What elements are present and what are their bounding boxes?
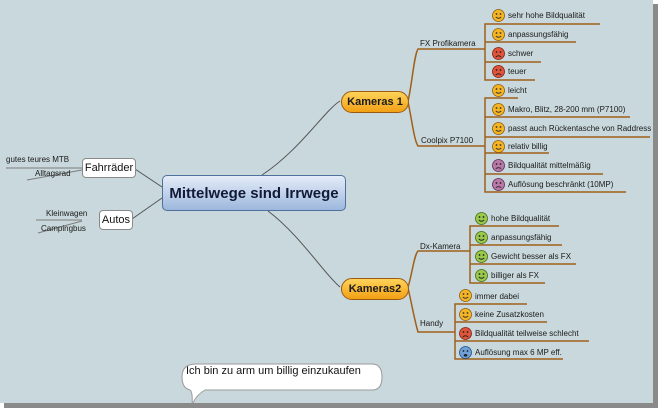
leaf-keine-zusatzkosten[interactable]: keine Zusatzkosten [475,310,544,319]
leaf-bildqualitaet-teilweise-schlecht[interactable]: Bildqualität teilweise schlecht [475,329,579,338]
subtopic-fx-profikamera[interactable]: FX Profikamera [420,39,476,48]
subtopic-coolpix-p7100[interactable]: Coolpix P7100 [421,136,474,145]
subtopic-dx-kamera[interactable]: Dx-Kamera [420,242,461,251]
green-face-icon [475,212,488,225]
frame-shadow [4,403,658,408]
leaf-hohe-bildqualitaet[interactable]: hohe Bildqualität [491,214,551,223]
smile-face-icon [459,289,472,302]
leaf-anpassungsfaehig-dx[interactable]: anpassungsfähig [491,233,552,242]
leaf-immer-dabei[interactable]: immer dabei [475,292,520,301]
purple-face-icon [492,178,505,191]
smile-face-icon [492,28,505,41]
leaf-campingbus[interactable]: Campingbus [41,224,86,233]
green-face-icon [475,250,488,263]
smile-face-icon [492,84,505,97]
mind-map-canvas: Mittelwege sind Irrwege Fahrräder gutes … [0,0,653,403]
leaf-teuer[interactable]: teuer [508,67,527,76]
leaf-makro-blitz[interactable]: Makro, Blitz, 28-200 mm (P7100) [508,105,626,114]
leaf-billiger-als-fx[interactable]: billiger als FX [491,271,540,280]
smile-face-icon [492,103,505,116]
leaf-schwer[interactable]: schwer [508,49,534,58]
central-topic[interactable]: Mittelwege sind Irrwege [162,175,346,211]
frame-shadow [653,4,658,405]
purple-face-icon [492,159,505,172]
leaf-gutes-teures-mtb[interactable]: gutes teures MTB [6,155,70,164]
smile-face-icon [492,122,505,135]
frown-face-icon [492,65,505,78]
callout-text[interactable]: Ich bin zu arm um billig einzukaufen [186,365,361,377]
leaf-sehr-hohe-bildqualitaet[interactable]: sehr hohe Bildqualität [508,11,585,20]
smile-face-icon [492,140,505,153]
leaf-relativ-billig[interactable]: relativ billig [508,142,548,151]
subtopic-handy[interactable]: Handy [420,319,444,328]
blue-face-icon [459,346,472,359]
topic-fahrraeder[interactable]: Fahrräder [82,158,136,178]
leaf-bildqualitaet-mittelmaessig[interactable]: Bildqualität mittelmäßig [508,161,591,170]
leaf-aufloesung-max-6mp[interactable]: Auflösung max 6 MP eff. [475,348,562,357]
topic-kameras-2[interactable]: Kameras2 [341,278,409,300]
leaf-aufloesung-beschraenkt[interactable]: Auflösung beschränkt (10MP) [508,180,614,189]
leaf-anpassungsfaehig[interactable]: anpassungsfähig [508,30,569,39]
leaf-kleinwagen[interactable]: Kleinwagen [46,209,88,218]
leaf-gewicht-besser[interactable]: Gewicht besser als FX [491,252,572,261]
green-face-icon [475,269,488,282]
frown-face-icon [492,47,505,60]
topic-autos[interactable]: Autos [99,210,133,230]
topic-kameras-1[interactable]: Kameras 1 [341,91,409,113]
leaf-leicht[interactable]: leicht [508,86,527,95]
leaf-alltagsrad[interactable]: Alltagsrad [35,169,71,178]
smile-face-icon [492,9,505,22]
frown-face-icon [459,327,472,340]
leaf-rueckentasche[interactable]: passt auch Rückentasche von Raddress [508,124,652,133]
connector-lines [6,23,650,403]
green-face-icon [475,231,488,244]
smile-face-icon [459,308,472,321]
